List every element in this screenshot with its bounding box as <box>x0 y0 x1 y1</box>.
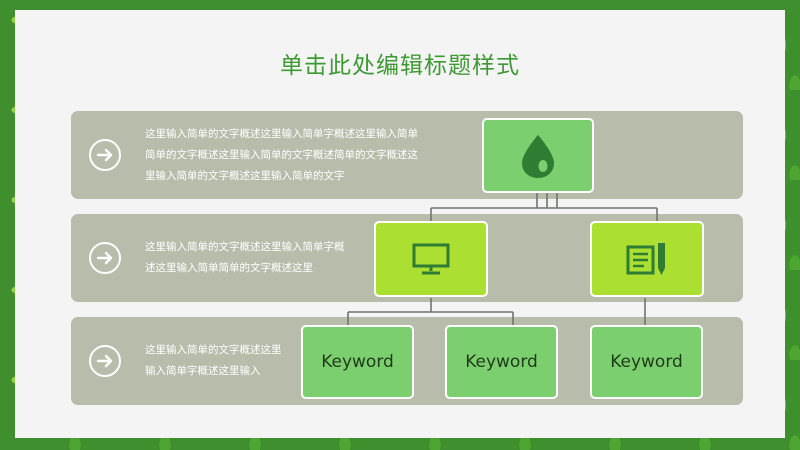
mid-node-left[interactable] <box>374 221 488 297</box>
slide-canvas: 单击此处编辑标题样式 这里输入简单的文字概述这里输入简单字概述这里输入简单 简单… <box>15 10 785 438</box>
slide-title[interactable]: 单击此处编辑标题样式 <box>280 53 520 79</box>
row-text-1[interactable]: 这里输入简单的文字概述这里输入简单字概述这里输入简单 简单的文字概述这里输入简单… <box>145 128 418 182</box>
keyword-label: Keyword <box>465 352 538 372</box>
arrow-circle-icon <box>89 242 121 274</box>
root-node[interactable] <box>482 118 594 193</box>
keyword-label: Keyword <box>321 352 394 372</box>
document-pen-icon <box>626 243 665 275</box>
arrow-circle-icon <box>89 139 121 171</box>
keyword-node-3[interactable]: Keyword <box>590 325 703 399</box>
keyword-label: Keyword <box>610 352 683 372</box>
row-text-2[interactable]: 这里输入简单的文字概述这里输入简单字概 述这里输入简单简单的文字概述这里 <box>145 241 345 274</box>
arrow-circle-icon <box>89 345 121 377</box>
mid-node-right[interactable] <box>590 221 704 297</box>
monitor-icon <box>412 243 450 275</box>
row-band-1: 这里输入简单的文字概述这里输入简单字概述这里输入简单 简单的文字概述这里输入简单… <box>71 111 743 199</box>
connector-lines <box>347 191 658 326</box>
row-text-3[interactable]: 这里输入简单的文字概述这里 输入简单字概述这里输入 <box>145 344 282 377</box>
drop-icon <box>522 134 554 178</box>
keyword-node-1[interactable]: Keyword <box>301 325 414 399</box>
keyword-node-2[interactable]: Keyword <box>445 325 558 399</box>
